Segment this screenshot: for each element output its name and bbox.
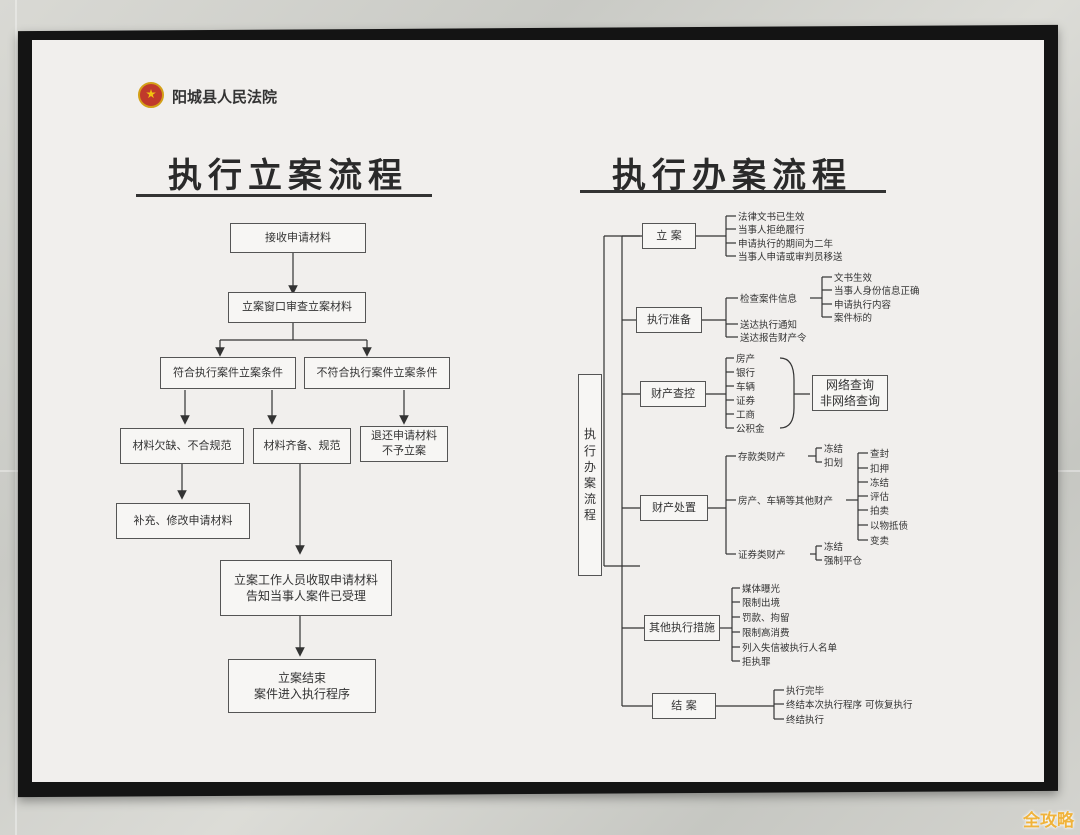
box-meets-conditions: 符合执行案件立案条件 [160,357,296,389]
filing-item: 当事人拒绝履行 [738,225,805,236]
disposal-house-item: 冻结 [870,478,890,489]
disposal-house-item: 以物抵债 [870,521,909,532]
other-measure-item: 限制出境 [742,598,781,609]
disposal-securities-item: 冻结 [824,542,844,553]
flowchart-poster: 阳城县人民法院 执行立案流程 执行办案流程 接收申请材料 立案窗口审查立案材料 … [32,40,1044,782]
closing-item: 执行完毕 [786,686,825,697]
prep-notice: 送达执行通知 [740,320,798,331]
left-title-underline [136,194,432,197]
prep-check-item: 案件标的 [834,313,873,324]
box-receive-materials: 接收申请材料 [230,223,366,253]
court-name: 阳城县人民法院 [172,88,278,106]
prep-check-info: 检查案件信息 [740,294,798,305]
box-window-review: 立案窗口审查立案材料 [228,292,366,323]
right-title: 执行办案流程 [612,156,852,196]
stage-asset-control: 财产查控 [640,381,706,407]
stage-asset-disposal: 财产处置 [640,495,708,521]
stage-preparation: 执行准备 [636,307,702,333]
disposal-securities: 证券类财产 [738,550,786,561]
stage-case-closed: 结 案 [652,693,716,719]
filing-item: 申请执行的期间为二年 [738,239,834,250]
root-execution-process: 执 行 办 案 流 程 [578,374,602,576]
box-return-materials: 退还申请材料 不予立案 [360,426,448,462]
closing-item: 终结本次执行程序 可恢复执行 [786,700,913,711]
control-item: 证券 [736,396,756,407]
stage-other-measures: 其他执行措施 [644,615,720,641]
closing-item: 终结执行 [786,715,825,726]
left-title: 执行立案流程 [168,156,408,196]
box-filing-end: 立案结束 案件进入执行程序 [228,659,376,713]
control-item: 工商 [736,410,756,421]
disposal-house-item: 查封 [870,449,890,460]
box-materials-complete: 材料齐备、规范 [253,428,351,464]
disposal-house-item: 变卖 [870,536,890,547]
control-item: 房产 [736,354,756,365]
disposal-deposit-item: 冻结 [824,444,844,455]
other-measure-item: 拒执罪 [742,657,771,668]
control-item: 银行 [736,368,756,379]
other-measure-item: 媒体曝光 [742,584,781,595]
disposal-house-item: 评估 [870,492,890,503]
box-network-query: 网络查询 非网络查询 [812,375,888,411]
watermark: 全攻略 [1023,811,1074,831]
other-measure-item: 列入失信被执行人名单 [742,643,838,654]
other-measure-item: 罚款、拘留 [742,613,790,624]
disposal-securities-item: 强制平仓 [824,556,863,567]
disposal-deposit-item: 扣划 [824,458,844,469]
disposal-house-item: 扣押 [870,464,890,475]
box-staff-accept: 立案工作人员收取申请材料 告知当事人案件已受理 [220,560,392,616]
box-not-meets-conditions: 不符合执行案件立案条件 [304,357,450,389]
control-item: 公积金 [736,424,765,435]
prep-check-item: 文书生效 [834,273,873,284]
box-materials-lacking: 材料欠缺、不合规范 [120,428,244,464]
connector-lines [177,215,868,720]
disposal-deposit: 存款类财产 [738,452,786,463]
prep-check-item: 当事人身份信息正确 [834,286,920,297]
control-item: 车辆 [736,382,756,393]
disposal-house-item: 拍卖 [870,506,890,517]
prep-report: 送达报告财产令 [740,333,807,344]
prep-check-item: 申请执行内容 [834,300,892,311]
right-title-underline [580,190,886,193]
stage-filing: 立 案 [642,223,696,249]
filing-item: 法律文书已生效 [738,212,805,223]
disposal-house: 房产、车辆等其他财产 [738,496,834,507]
filing-item: 当事人申请或审判员移送 [738,252,843,263]
court-emblem-icon [138,82,164,108]
other-measure-item: 限制高消费 [742,628,790,639]
box-supplement-materials: 补充、修改申请材料 [116,503,250,539]
